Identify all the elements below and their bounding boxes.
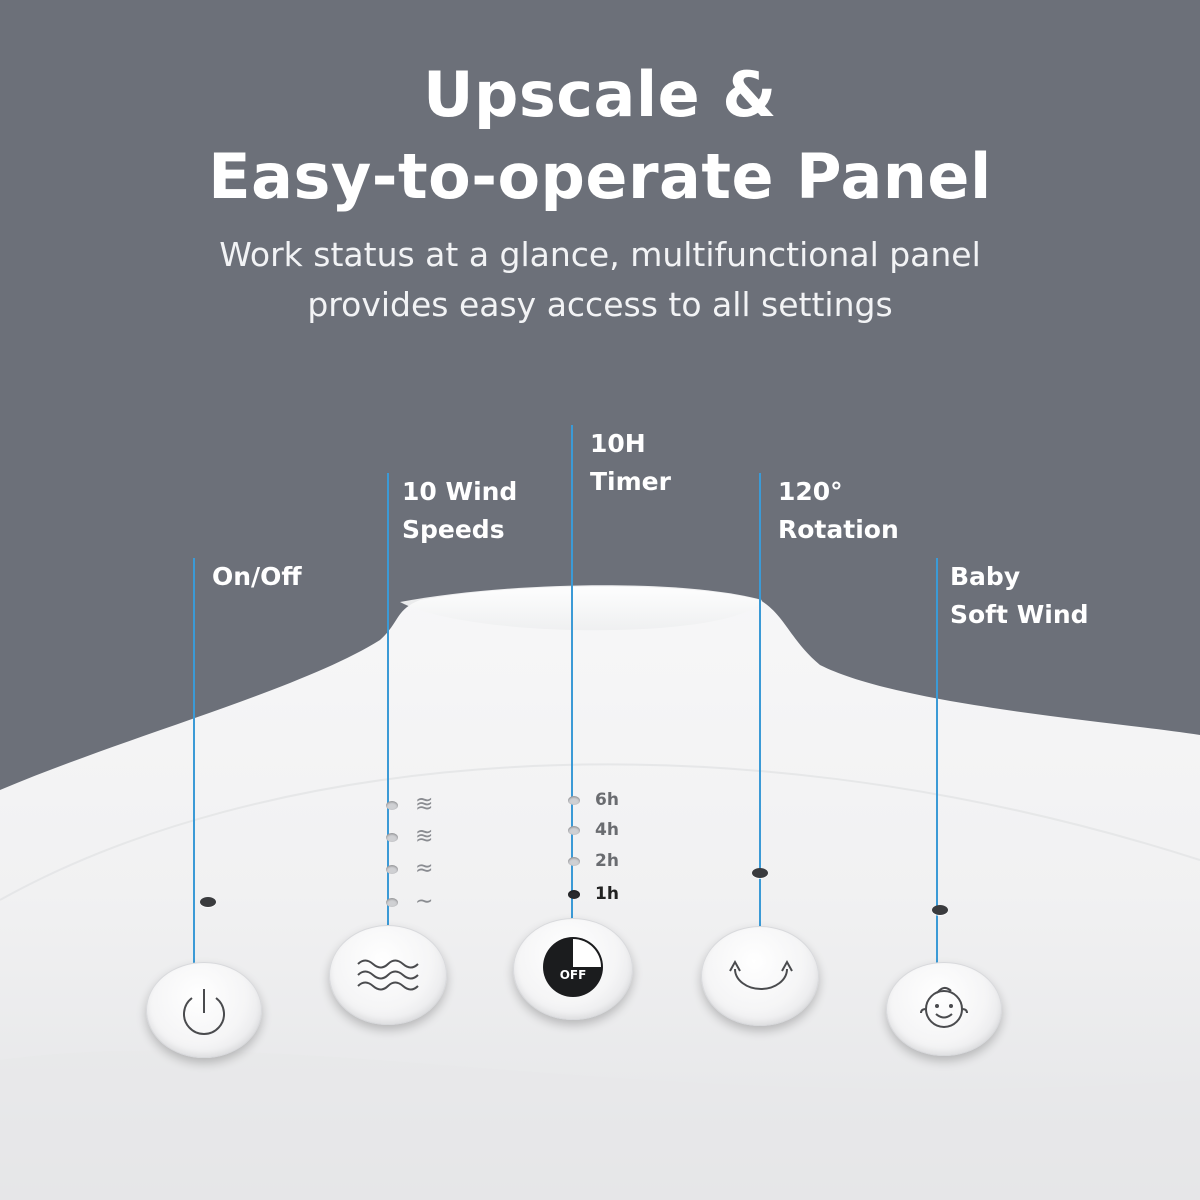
indicator-hole-baby	[932, 905, 948, 915]
feature-label-line: On/Off	[212, 562, 302, 591]
indicator-hole-power	[200, 897, 216, 907]
feature-label-line: Speeds	[402, 515, 505, 544]
wind-waves-icon	[357, 959, 419, 991]
power-button[interactable]	[146, 962, 262, 1058]
timer-led	[568, 826, 580, 835]
rotation-arrows-icon	[729, 959, 793, 990]
subtitle-line-2: provides easy access to all settings	[307, 285, 893, 324]
timer-off-text: OFF	[560, 968, 587, 982]
feature-label-line: 120°	[778, 477, 843, 506]
timer-label: 6h	[595, 790, 619, 810]
feature-label-line: Soft Wind	[950, 600, 1089, 629]
feature-label-rotation: 120° Rotation	[778, 473, 899, 549]
feature-label-line: Baby	[950, 562, 1021, 591]
timer-led	[568, 796, 580, 805]
feature-label-on-off: On/Off	[212, 558, 302, 596]
timer-pie-icon: OFF	[543, 937, 603, 997]
indicator-hole-rotation	[752, 868, 768, 878]
wind-speed-button[interactable]	[329, 925, 447, 1025]
feature-label-line: 10H	[590, 429, 646, 458]
callout-line-on-off	[193, 558, 195, 978]
feature-label-line: Timer	[590, 467, 671, 496]
speed-led	[386, 801, 398, 810]
subtitle-line-1: Work status at a glance, multifunctional…	[219, 235, 981, 274]
title-line-1: Upscale &	[423, 58, 777, 131]
timer-label-active: 1h	[595, 884, 619, 904]
feature-label-timer: 10H Timer	[590, 425, 671, 501]
timer-button[interactable]: OFF	[513, 918, 633, 1020]
speed-led	[386, 898, 398, 907]
speed-level-icon: ≋	[415, 824, 434, 849]
speed-level-icon: ≋	[415, 792, 434, 817]
feature-label-wind-speeds: 10 Wind Speeds	[402, 473, 517, 549]
timer-label: 2h	[595, 851, 619, 871]
speed-led	[386, 833, 398, 842]
timer-led	[568, 857, 580, 866]
feature-label-line: Rotation	[778, 515, 899, 544]
callout-line-timer	[571, 425, 573, 920]
speed-level-icon: ∼	[415, 889, 434, 914]
title-line-2: Easy-to-operate Panel	[208, 140, 992, 213]
timer-led-active	[568, 890, 580, 899]
callout-line-baby-wind	[936, 558, 938, 968]
timer-label: 4h	[595, 820, 619, 840]
feature-label-baby-wind: Baby Soft Wind	[950, 558, 1089, 634]
speed-led	[386, 865, 398, 874]
callout-line-wind-speeds	[387, 473, 389, 933]
feature-label-line: 10 Wind	[402, 477, 518, 506]
speed-level-icon: ≈	[415, 856, 434, 881]
baby-face-icon	[920, 987, 968, 1028]
rotation-button[interactable]	[701, 926, 819, 1026]
power-icon	[183, 989, 225, 1035]
baby-wind-button[interactable]	[886, 962, 1002, 1056]
callout-line-rotation	[759, 473, 761, 933]
